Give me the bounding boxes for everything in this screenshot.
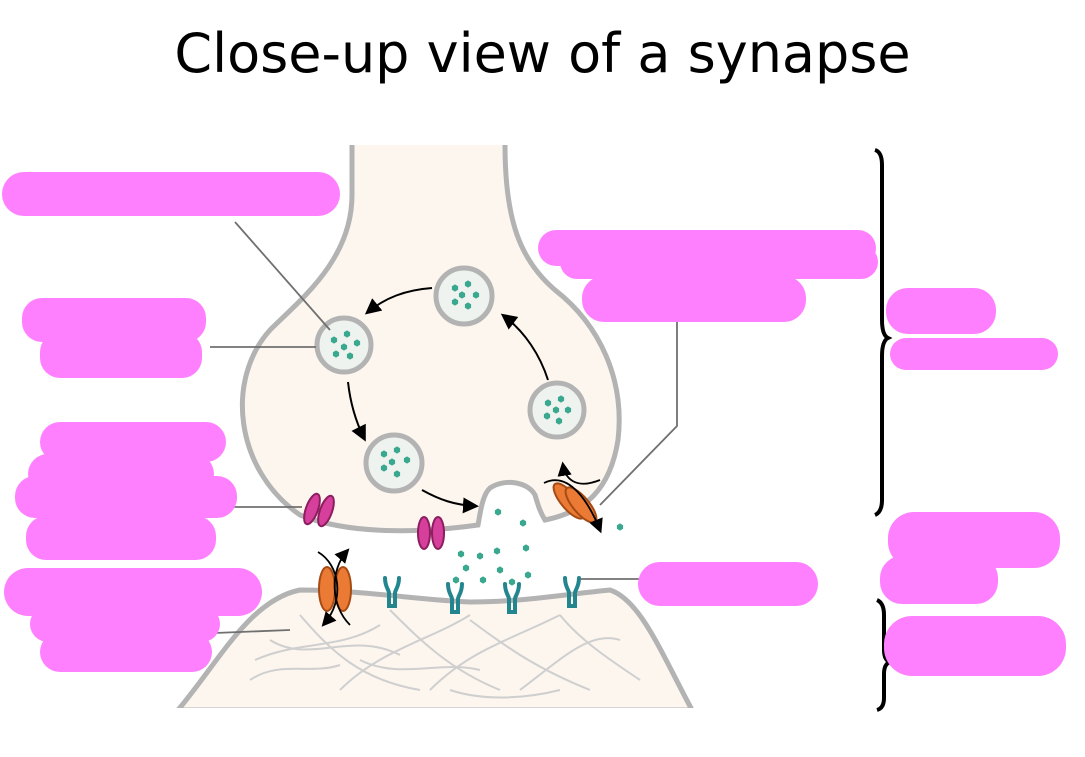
- cytoskeleton-filaments: [249, 609, 641, 699]
- label-cover: [40, 632, 212, 672]
- reuptake-transporter-icon: [317, 548, 352, 627]
- synaptic-vesicle-icon: [433, 265, 495, 327]
- calcium-channel-icon: [417, 516, 445, 550]
- label-cover: [40, 332, 202, 378]
- reuptake-transporter-icon: [543, 461, 603, 534]
- label-cover: [15, 476, 237, 518]
- label-cover: [890, 338, 1058, 370]
- label-cover: [886, 288, 996, 334]
- synaptic-vesicle-icon: [363, 432, 425, 494]
- label-cover: [884, 616, 1066, 676]
- label-cover: [638, 562, 818, 606]
- label-cover: [880, 556, 998, 604]
- synaptic-vesicle-icon: [527, 380, 587, 440]
- label-cover: [560, 245, 878, 279]
- presynaptic-terminal: [242, 145, 620, 531]
- page-title: Close-up view of a synapse: [174, 22, 911, 85]
- presynaptic-membrane: [240, 144, 622, 534]
- calcium-channel-icon: [303, 492, 335, 528]
- label-cover: [582, 276, 806, 322]
- label-cover: [888, 512, 1060, 568]
- vesicle-cycle-arrows: [347, 287, 549, 514]
- presynaptic-brace: [874, 148, 893, 517]
- label-cover: [4, 568, 262, 616]
- label-cover: [2, 172, 340, 216]
- label-cover: [22, 298, 206, 342]
- label-cover: [26, 516, 216, 560]
- label-cover-marks: [2, 172, 1066, 676]
- label-cover: [40, 422, 226, 462]
- synaptic-vesicle-icon: [314, 315, 374, 375]
